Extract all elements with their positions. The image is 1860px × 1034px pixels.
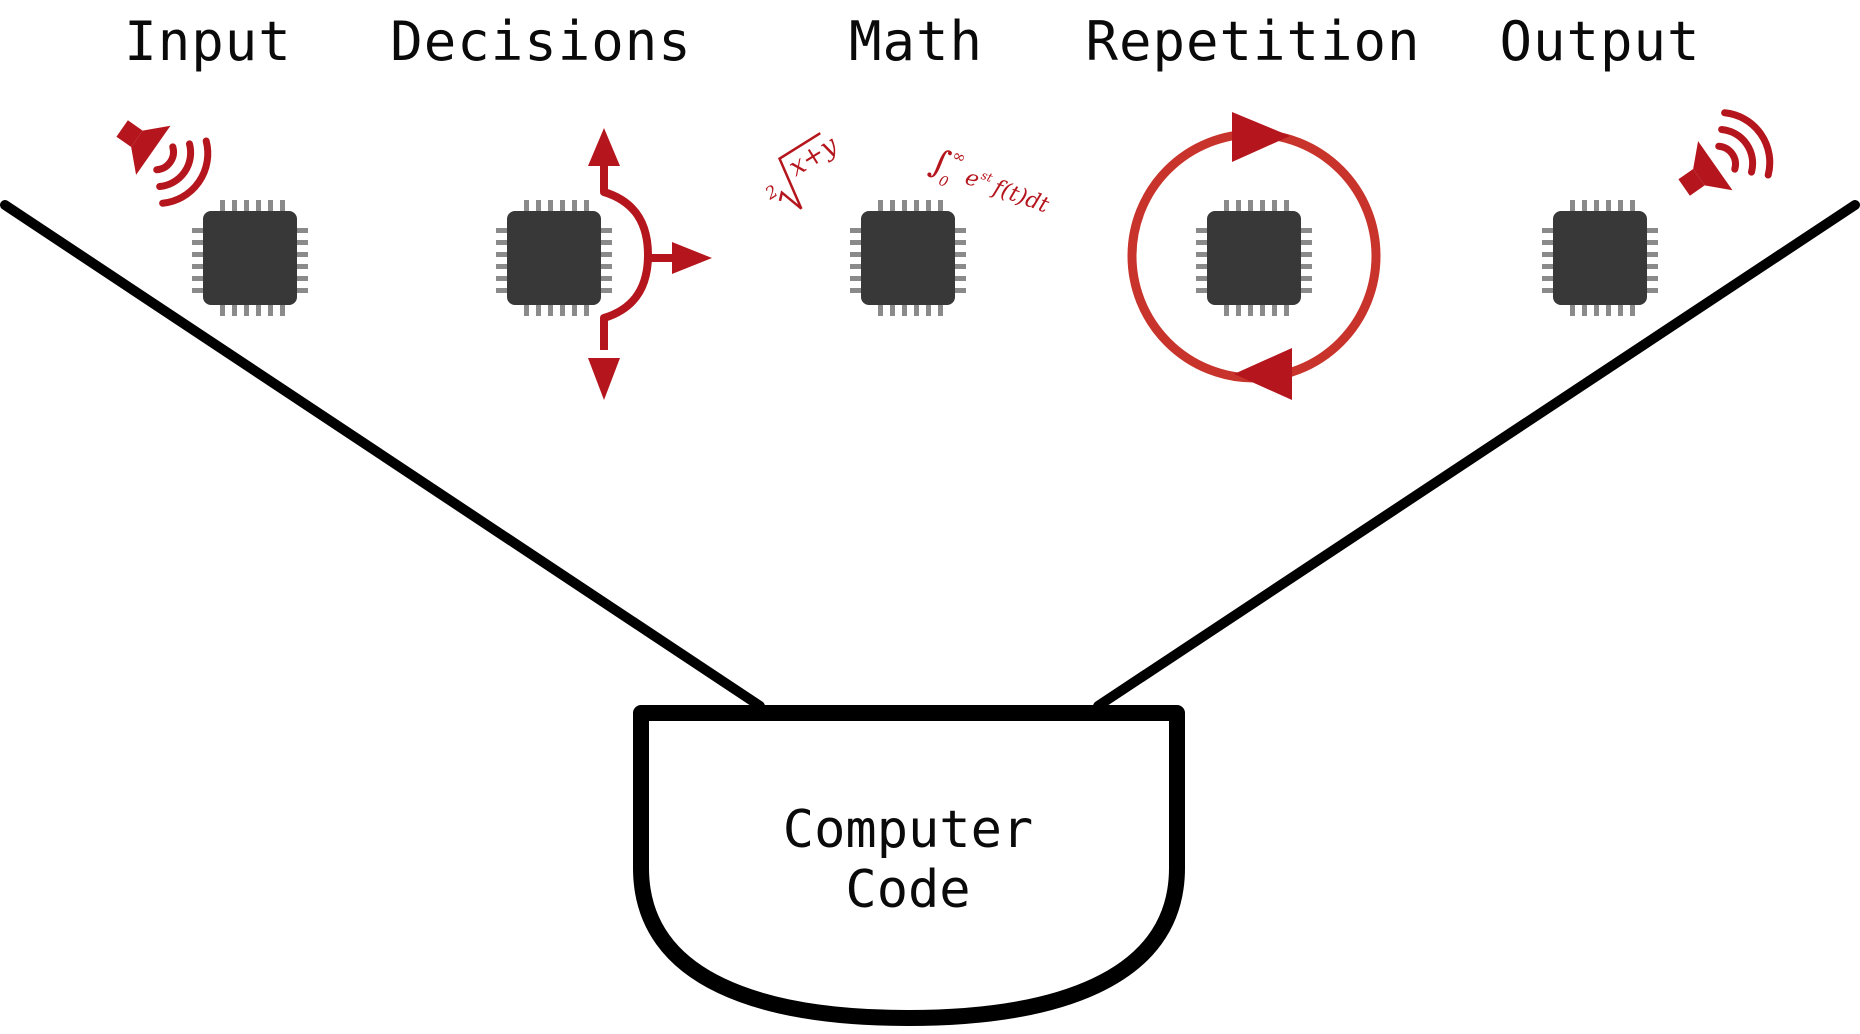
funnel-line-left — [0, 200, 765, 711]
chip-icon — [1196, 200, 1312, 316]
code-bucket — [633, 705, 1185, 1026]
label-decisions: Decisions — [390, 10, 692, 73]
code-label-line2: Code — [845, 860, 971, 920]
math-formulas: 2 x+y — [761, 130, 843, 210]
math-integral-exp: st — [979, 168, 994, 185]
math-integral-rest: f(t)dt — [988, 175, 1052, 219]
code-label-line1: Computer — [782, 800, 1034, 860]
label-math: Math — [848, 10, 984, 73]
chip-icon — [192, 200, 308, 316]
math-root-expr: x+y — [783, 130, 843, 183]
label-output: Output — [1499, 10, 1701, 73]
branch-arrows-icon — [588, 128, 712, 400]
math-root-index: 2 — [761, 182, 782, 205]
speaker-input-icon — [116, 120, 212, 207]
chip-icon — [496, 200, 612, 316]
math-integral-upper: ∞ — [950, 145, 969, 167]
speaker-output-icon — [1678, 109, 1774, 196]
code-label: Computer Code — [783, 800, 1033, 920]
funnel-line-right — [1093, 200, 1860, 711]
chip-icon — [1542, 200, 1658, 316]
loop-arrows-icon — [1127, 112, 1381, 400]
chip-icon — [850, 200, 966, 316]
label-input: Input — [124, 10, 292, 73]
label-repetition: Repetition — [1085, 10, 1421, 73]
